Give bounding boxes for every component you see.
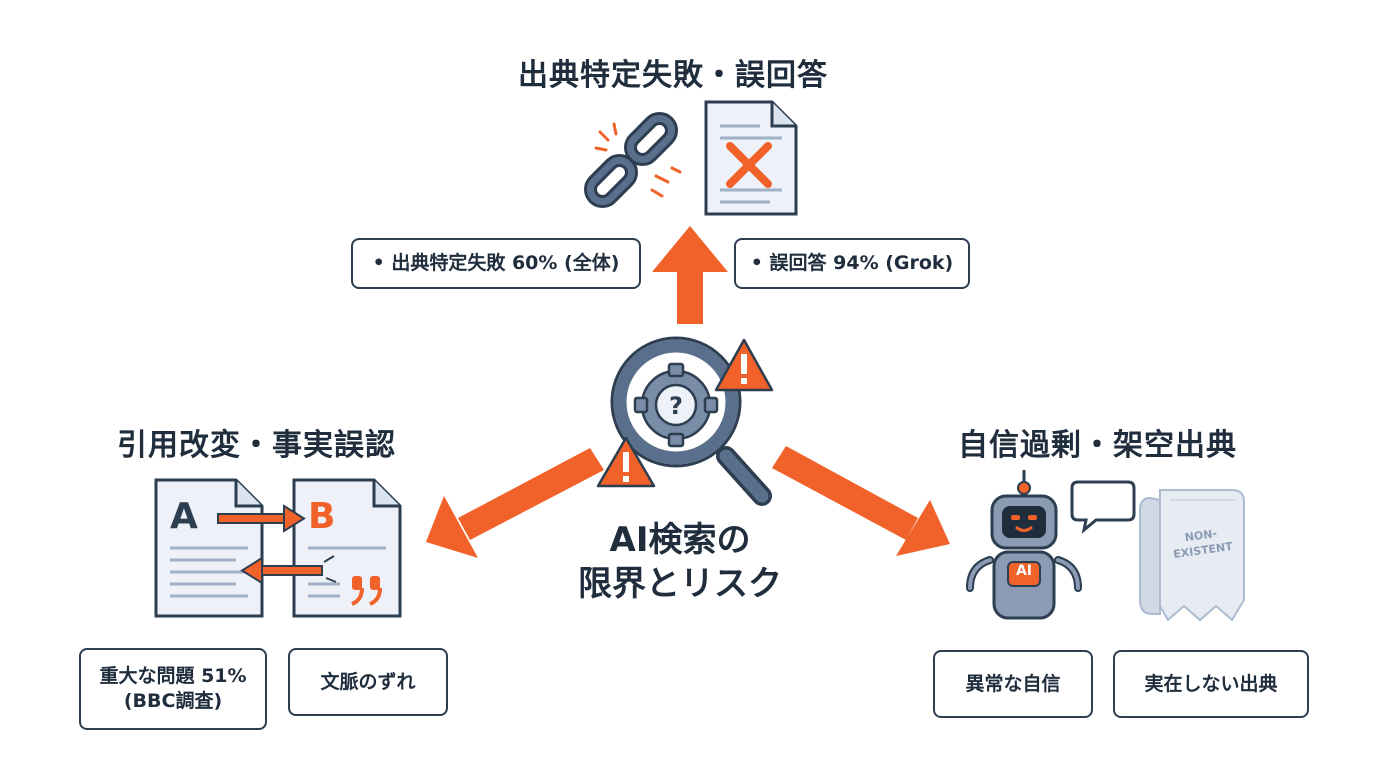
context-shift-box: 文脈のずれ <box>288 648 448 716</box>
right-heading: 自信過剰・架空出典 <box>958 428 1237 463</box>
speech-bubble-icon <box>1070 480 1136 534</box>
serious-issues-line1: 重大な問題 51% <box>99 665 247 688</box>
robot-icon <box>966 470 1082 620</box>
swap-arrows-icon <box>217 504 337 585</box>
search-gear-icon: ? <box>610 336 772 506</box>
left-heading: 引用改変・事実誤認 <box>117 428 396 463</box>
center-title: AI検索の 限界とリスク <box>560 518 800 606</box>
doc-a-letter: A <box>170 496 198 537</box>
arrow-right <box>772 446 950 556</box>
svg-text:?: ? <box>669 392 683 420</box>
top-heading: 出典特定失敗・誤回答 <box>518 58 828 93</box>
overconfidence-box: 異常な自信 <box>933 650 1093 718</box>
doc-b-letter: B <box>308 496 336 537</box>
serious-issues-stat-box: 重大な問題 51% (BBC調査) <box>79 648 267 730</box>
center-title-line2: 限界とリスク <box>578 564 782 605</box>
robot-ai-badge: AI <box>1015 563 1033 579</box>
quote-mark-icon <box>351 576 382 606</box>
wrong-answer-stat-box: • 誤回答 94% (Grok) <box>734 238 970 289</box>
ghost-book-icon <box>1139 489 1245 622</box>
nonexistent-source-box: 実在しない出典 <box>1113 650 1309 718</box>
warning-icon <box>714 338 774 392</box>
arrow-left <box>426 448 604 558</box>
serious-issues-line2: (BBC調査) <box>123 690 223 712</box>
warning-icon <box>596 436 656 488</box>
broken-chain-icon <box>584 112 678 208</box>
source-failure-stat-box: • 出典特定失敗 60% (全体) <box>351 238 641 289</box>
break-sparks-icon <box>594 122 682 198</box>
center-title-line1: AI検索の <box>609 520 751 560</box>
error-document-icon <box>704 100 798 216</box>
arrow-up <box>652 226 728 324</box>
